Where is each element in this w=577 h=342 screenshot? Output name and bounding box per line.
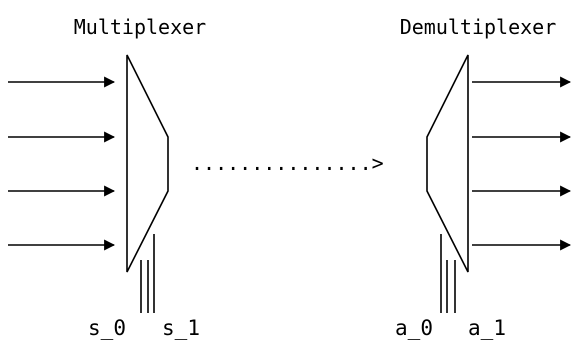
demultiplexer-title: Demultiplexer: [400, 15, 557, 39]
mux-select-lines: [140, 234, 155, 313]
demux-output-arrows: [472, 76, 572, 251]
demultiplexer-block: [426, 54, 469, 273]
demux-select-label-a1: a_1: [468, 316, 506, 340]
mux-select-label-s1: s_1: [162, 316, 200, 340]
multiplexer-title: Multiplexer: [74, 15, 206, 39]
multiplexer-block: [126, 54, 169, 273]
mux-input-arrows: [8, 76, 116, 251]
transmission-channel: ...............>: [191, 151, 384, 175]
mux-select-label-s0: s_0: [88, 316, 126, 340]
demux-select-label-a0: a_0: [395, 316, 433, 340]
demux-select-lines: [440, 234, 456, 313]
